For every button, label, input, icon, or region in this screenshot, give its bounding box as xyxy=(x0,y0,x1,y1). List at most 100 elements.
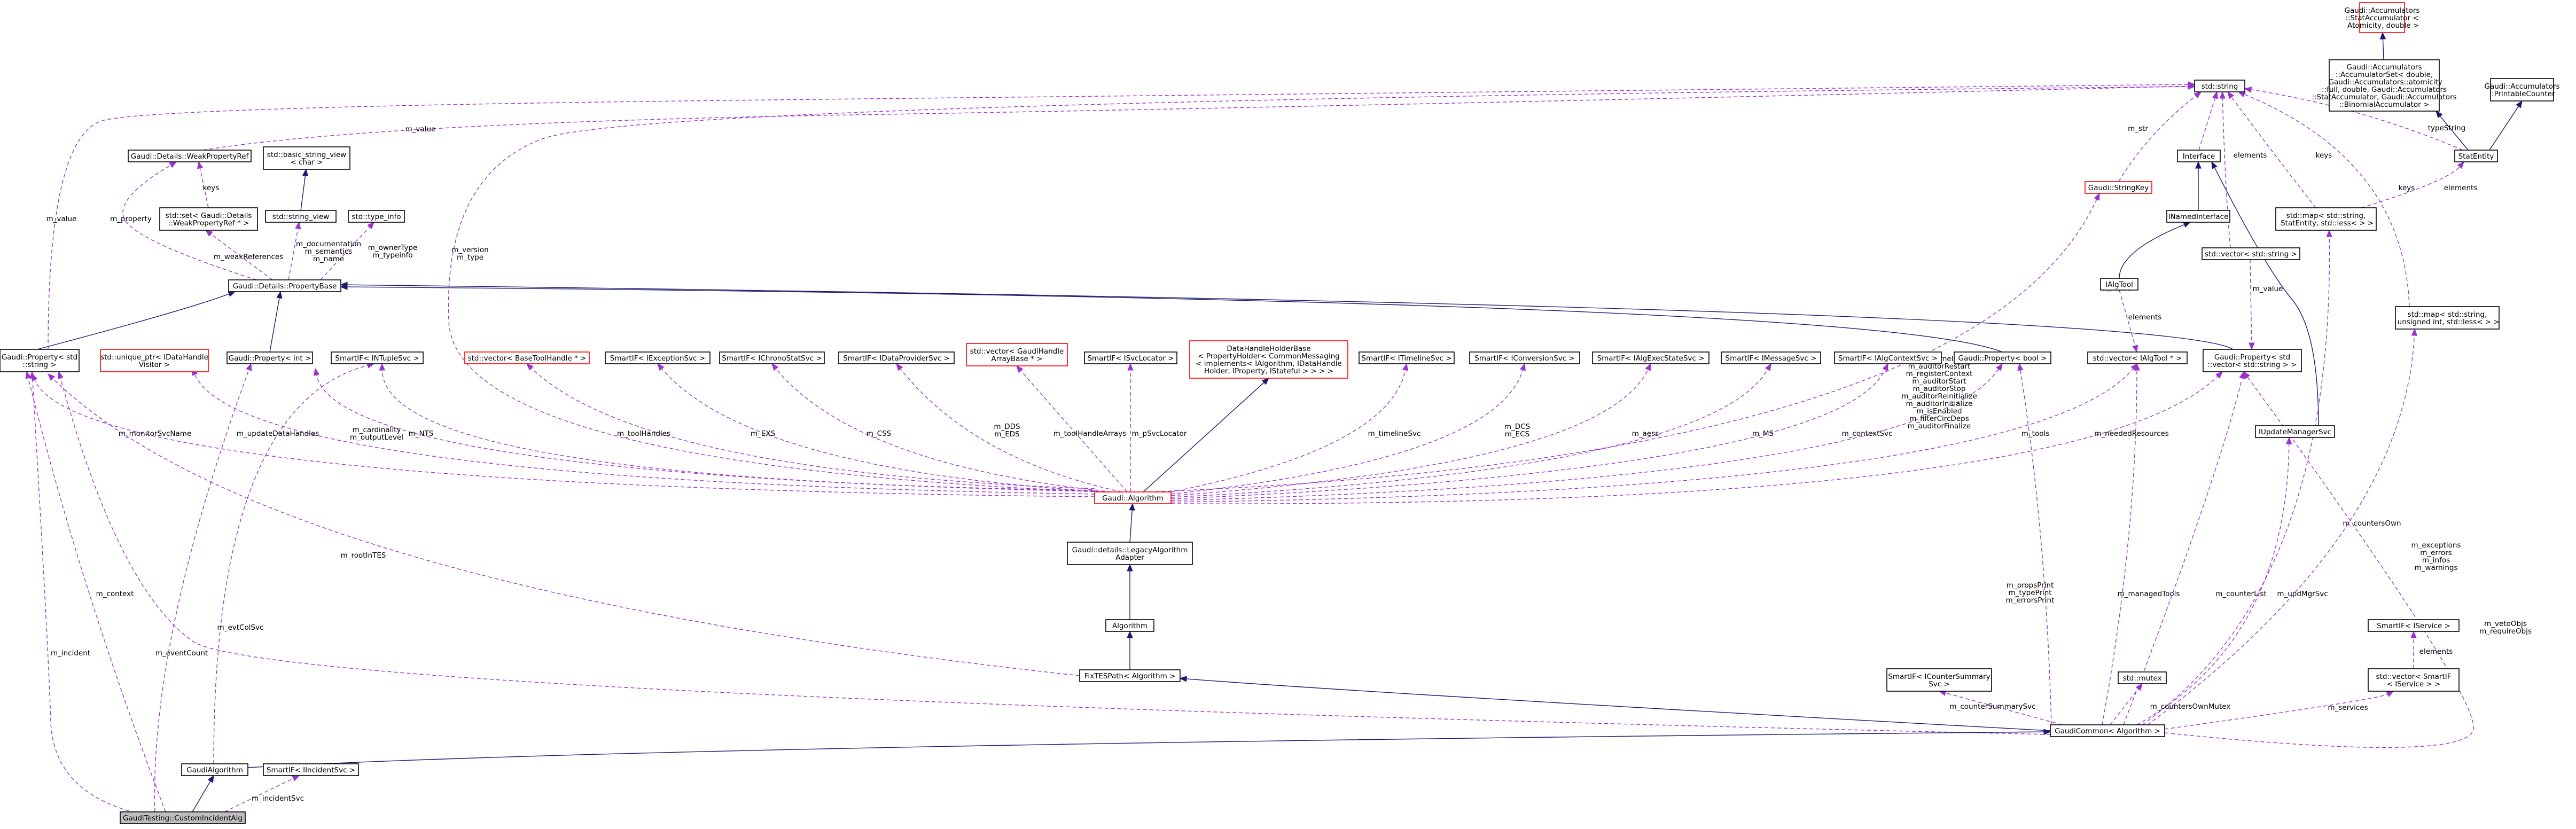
class-node-fixtespath[interactable]: FixTESPath< Algorithm > xyxy=(1079,669,1181,682)
node-label: FixTESPath< Algorithm > xyxy=(1084,672,1176,681)
edge-label-incident_svc: m_incidentSvc xyxy=(252,794,304,803)
class-node-smartif-ichrono[interactable]: SmartIF< IChronoStatSvc > xyxy=(719,351,825,364)
class-node-set-weak-property-ref[interactable]: std::set< Gaudi::Details::WeakPropertyRe… xyxy=(159,207,258,231)
class-node-property-bool[interactable]: Gaudi::Property< bool > xyxy=(1954,351,2051,364)
class-node-map-string-statentity[interactable]: std::map< std::string, StatEntity, std::… xyxy=(2275,207,2377,231)
class-node-printable-counter[interactable]: Gaudi::Accumulators::PrintableCounter xyxy=(2485,78,2560,101)
class-node-smartif-isvclocator[interactable]: SmartIF< ISvcLocator > xyxy=(1084,351,1177,364)
edge-line xyxy=(776,368,1112,492)
class-node-stat-entity[interactable]: StatEntity xyxy=(2454,150,2498,162)
class-node-vector-string[interactable]: std::vector< std::string > xyxy=(2202,247,2300,260)
arrowhead xyxy=(2211,161,2218,169)
class-node-iupdate-manager[interactable]: IUpdateManagerSvc xyxy=(2255,425,2335,438)
node-label: std::vector< SmartIF< IService > > xyxy=(2376,672,2452,689)
class-node-map-string-unsigned[interactable]: std::map< std::string, unsigned int, std… xyxy=(2395,306,2500,330)
arrowhead xyxy=(2286,436,2292,444)
class-node-custom-incident-alg[interactable]: GaudiTesting::CustomIncidentAlg xyxy=(120,811,246,824)
class-node-string-view[interactable]: std::string_view xyxy=(265,210,337,223)
class-node-property-vector-string[interactable]: Gaudi::Property< std::vector< std::strin… xyxy=(2203,349,2302,372)
class-node-smartif-intuple[interactable]: SmartIF< INTupleSvc > xyxy=(331,351,424,364)
usage-edge-gaudi_algorithm-to-smartif_ialgexecstate xyxy=(1170,363,1651,496)
edge-label-upd_mgr: m_updMgrSvc xyxy=(2277,590,2328,598)
class-node-basic-string-view[interactable]: std::basic_string_view< char > xyxy=(263,146,350,170)
edge-line xyxy=(1170,368,2134,503)
usage-edge-vector_string-to-property_vector_string xyxy=(2249,259,2255,350)
node-label: GaudiAlgorithm xyxy=(186,766,243,775)
class-node-std-string[interactable]: std::string xyxy=(2194,80,2245,92)
class-node-smartif-iincident[interactable]: SmartIF< IIncidentSvc > xyxy=(263,763,359,776)
class-node-smartif-iexception[interactable]: SmartIF< IExceptionSvc > xyxy=(605,351,711,364)
class-node-acc-set[interactable]: Gaudi::Accumulators::AccumulatorSet< dou… xyxy=(2312,59,2457,112)
class-node-string-key[interactable]: Gaudi::StringKey xyxy=(2085,181,2152,194)
class-node-stat-acc[interactable]: Gaudi::Accumulators::StatAccumulator < A… xyxy=(2345,2,2420,33)
class-node-type-info[interactable]: std::type_info xyxy=(348,210,405,223)
node-box xyxy=(1592,351,1709,364)
class-node-smartif-iservice[interactable]: SmartIF< IService > xyxy=(2368,619,2460,632)
edge-line xyxy=(194,374,1095,495)
class-node-smartif-itimeline[interactable]: SmartIF< ITimelineSvc > xyxy=(1359,351,1455,364)
class-node-inamed-interface[interactable]: INamedInterface xyxy=(2166,210,2230,223)
edge-label-elements_ialgtool: elements xyxy=(2128,313,2162,322)
class-node-smartif-ialgcontext[interactable]: SmartIF< IAlgContextSvc > xyxy=(1834,351,1942,364)
node-box xyxy=(1721,351,1821,364)
arrowhead xyxy=(526,363,534,371)
usage-edge-set_weak_property_ref-to-weak_property_ref xyxy=(197,161,209,208)
class-node-gaudi-algorithm[interactable]: Gaudi::Algorithm xyxy=(1094,491,1172,504)
class-node-property-int[interactable]: Gaudi::Property< int > xyxy=(227,351,313,364)
arrowhead xyxy=(2183,222,2191,228)
arrowhead xyxy=(1645,363,1651,371)
node-label: SmartIF< IAlgExecStateSvc > xyxy=(1597,354,1705,363)
edge-line xyxy=(1945,692,2063,725)
inheritance-edge-string_view-to-basic_string_view xyxy=(300,168,309,211)
edge-line xyxy=(28,378,166,812)
usage-edge-gaudi_algorithm-to-smartif_idataprovider xyxy=(896,363,1122,492)
edge-line xyxy=(2251,89,2463,151)
usage-edge-gaudi_algorithm-to-smartif_ichrono xyxy=(771,363,1112,492)
arrowhead xyxy=(48,373,55,381)
usage-edge-gaudi_algorithm-to-vector_gaudihandle xyxy=(1016,365,1128,492)
class-node-gaudi-common[interactable]: GaudiCommon< Algorithm > xyxy=(2050,724,2165,737)
node-label: std::string xyxy=(2202,82,2238,91)
node-label: std::map< std::string, unsigned int, std… xyxy=(2395,310,2499,326)
class-node-interface[interactable]: Interface xyxy=(2177,150,2221,162)
class-node-datahandleholder[interactable]: DataHandleHolderBase< PropertyHolder< Co… xyxy=(1189,340,1348,379)
arrowhead xyxy=(276,291,283,299)
class-node-vector-ialgtool[interactable]: std::vector< IAlgTool * > xyxy=(2087,351,2188,364)
node-box xyxy=(2194,80,2245,92)
class-node-vector-smartif-iservice[interactable]: std::vector< SmartIF< IService > > xyxy=(2368,668,2460,692)
node-label: SmartIF< IExceptionSvc > xyxy=(610,354,705,363)
edge-line xyxy=(320,226,370,280)
usage-edge-interface-to-std_string xyxy=(2198,91,2218,151)
class-node-gaudi-algorithm-class[interactable]: GaudiAlgorithm xyxy=(181,763,248,776)
edge-line xyxy=(202,85,2189,151)
class-node-smartif-idataprovider[interactable]: SmartIF< IDataProviderSvc > xyxy=(838,351,955,364)
node-box xyxy=(2085,181,2152,194)
class-node-weak-property-ref[interactable]: Gaudi::Details::WeakPropertyRef xyxy=(128,150,252,162)
class-node-property-base[interactable]: Gaudi::Details::PropertyBase xyxy=(228,279,341,292)
node-label: Gaudi::StringKey xyxy=(2088,184,2149,192)
arrowhead xyxy=(1129,503,1135,511)
node-label: std::vector< BaseToolHandle * > xyxy=(468,354,587,363)
class-node-smartif-ialgexecstate[interactable]: SmartIF< IAlgExecStateSvc > xyxy=(1592,351,1709,364)
usage-edge-property_base-to-weak_property_ref xyxy=(122,161,257,280)
arrowhead xyxy=(340,281,348,288)
edge-label-elements_vs: elements xyxy=(2234,151,2267,160)
arrowhead xyxy=(2239,371,2245,379)
class-node-algorithm[interactable]: Algorithm xyxy=(1105,619,1154,632)
class-node-vector-basetoolhandle[interactable]: std::vector< BaseToolHandle * > xyxy=(464,351,590,364)
usage-edge-gaudi_algorithm-to-smartif_ialgcontext xyxy=(1170,363,1888,499)
usage-edge-gaudi_algorithm-to-property_int xyxy=(313,367,1095,492)
edge-label-counter_list: m_counterList xyxy=(2215,590,2266,598)
class-node-smartif-iconversion[interactable]: SmartIF< IConversionSvc > xyxy=(1469,351,1580,364)
class-node-std-mutex[interactable]: std::mutex xyxy=(2118,671,2167,684)
class-node-smartif-imessage[interactable]: SmartIF< IMessageSvc > xyxy=(1721,351,1821,364)
class-node-ialg-tool[interactable]: IAlgTool xyxy=(2100,278,2138,291)
class-node-property-string[interactable]: Gaudi::Property< std::string > xyxy=(0,349,80,372)
node-label: SmartIF< IConversionSvc > xyxy=(1474,354,1574,363)
